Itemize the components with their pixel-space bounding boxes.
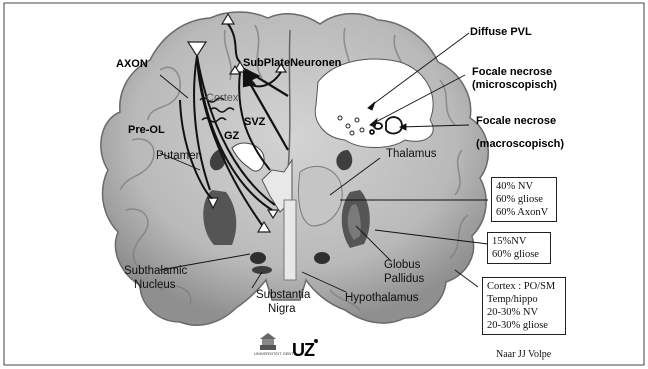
globus-stat-line: 15%NV — [492, 235, 546, 248]
label-pre-ol: Pre-OL — [128, 124, 165, 137]
label-diffuse-pvl: Diffuse PVL — [470, 26, 532, 39]
label-gz: GZ — [224, 130, 239, 143]
label-focal-micro-1: Focale necrose — [472, 66, 552, 79]
globus-stats-box: 15%NV 60% gliose — [487, 232, 551, 264]
label-subthalamic-2: Nucleus — [134, 279, 176, 292]
subthalamic-nucleus — [250, 252, 266, 264]
cortex-stat-line: Cortex : PO/SM — [487, 280, 561, 293]
thalamus-stat-line: 40% NV — [496, 180, 552, 193]
thalamus-stats-box: 40% NV 60% gliose 60% AxonV — [491, 177, 557, 222]
university-logo-text: UNIVERSITEIT GENT — [254, 352, 294, 357]
university-logo — [260, 333, 276, 350]
label-cortex: Cortex — [206, 92, 238, 105]
label-substantia-2: Nigra — [268, 303, 295, 316]
cortex-stat-line: 20-30% NV — [487, 306, 561, 319]
label-hypothalamus: Hypothalamus — [345, 292, 419, 305]
label-thalamus: Thalamus — [386, 148, 437, 161]
cortex-stat-line: Temp/hippo — [487, 293, 561, 306]
cortex-stat-line: 20-30% gliose — [487, 319, 561, 332]
label-focal-micro-2: (microscopisch) — [472, 79, 557, 92]
globus-stat-line: 60% gliose — [492, 248, 546, 261]
credit-text: Naar JJ Volpe — [496, 349, 551, 361]
label-putamen: Putamen — [156, 150, 202, 163]
label-globus-2: Pallidus — [384, 273, 424, 286]
label-focal-macro-2: (macroscopisch) — [476, 138, 564, 151]
label-svz: SVZ — [244, 116, 265, 129]
label-subthalamic-1: Subthalamic — [124, 265, 187, 278]
thalamus-stat-line: 60% AxonV — [496, 206, 552, 219]
label-subplate: SubPlateNeuronen — [243, 57, 341, 70]
label-substantia-1: Substantia — [256, 289, 310, 302]
thalamus-stat-line: 60% gliose — [496, 193, 552, 206]
uz-logo: UZ — [292, 340, 314, 361]
label-focal-macro-1: Focale necrose — [476, 115, 556, 128]
label-axon: AXON — [116, 58, 148, 71]
label-globus-1: Globus — [384, 259, 420, 272]
cortex-stats-box: Cortex : PO/SM Temp/hippo 20-30% NV 20-3… — [482, 277, 566, 335]
